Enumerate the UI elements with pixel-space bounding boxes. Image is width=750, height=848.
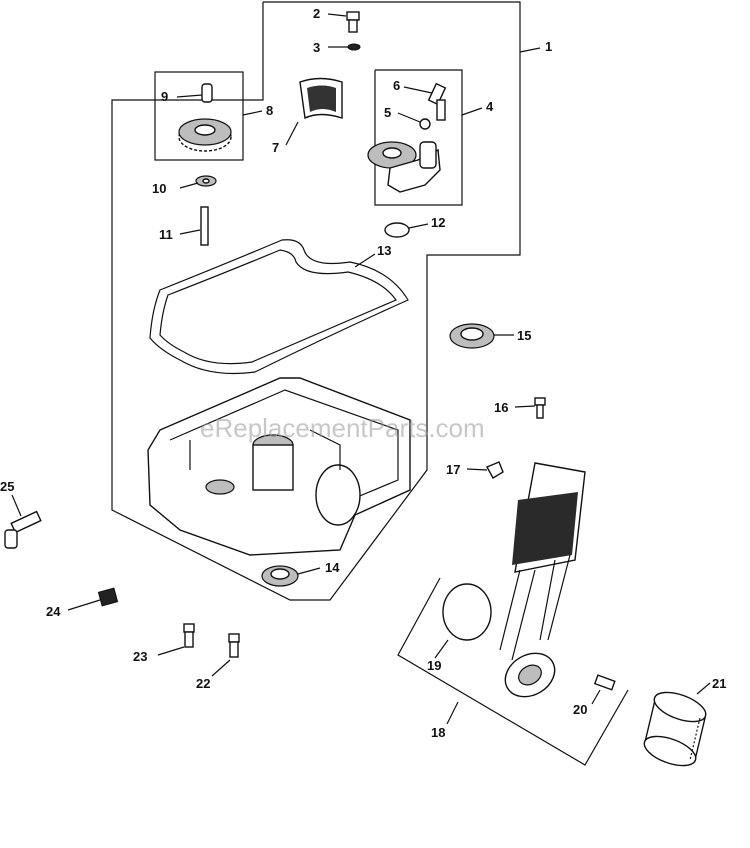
callout-6: 6 (393, 78, 400, 93)
callout-labels: 1 2 3 4 5 6 7 8 9 10 11 12 13 14 15 16 1… (0, 6, 726, 740)
callout-14: 14 (325, 560, 340, 575)
part-17-nut (486, 461, 504, 479)
part-18-oil-cooler (499, 462, 586, 698)
part-19-o-ring (442, 583, 492, 641)
callout-20: 20 (573, 702, 587, 717)
part-13-gasket (149, 239, 409, 375)
part-10-washer (195, 175, 217, 187)
part-6-fitting (427, 82, 447, 121)
callout-10: 10 (152, 181, 166, 196)
part-2-bolt (346, 11, 360, 33)
callout-17: 17 (446, 462, 460, 477)
callout-3: 3 (313, 40, 320, 55)
callout-1: 1 (545, 39, 552, 54)
callout-11: 11 (159, 227, 173, 242)
leader-lines (11, 13, 711, 725)
callout-23: 23 (133, 649, 147, 664)
callout-13: 13 (377, 243, 391, 258)
callout-21: 21 (712, 676, 726, 691)
sub-box-18 (397, 577, 629, 766)
callout-8: 8 (266, 103, 273, 118)
callout-16: 16 (494, 400, 508, 415)
part-25-fitting (4, 510, 42, 549)
watermark: eReplacementParts.com (200, 413, 485, 443)
part-8-gear (178, 118, 232, 152)
part-7-bearing (299, 77, 343, 120)
callout-4: 4 (486, 99, 494, 114)
callout-18: 18 (431, 725, 445, 740)
callout-22: 22 (196, 676, 210, 691)
part-4-oil-pump (367, 141, 441, 193)
part-22-screw (228, 633, 240, 658)
callout-9: 9 (161, 89, 168, 104)
oil-pan-housing (147, 377, 411, 556)
part-16-screw (534, 397, 546, 419)
part-11-dowel (200, 206, 209, 246)
part-9-pin (201, 83, 213, 103)
callout-5: 5 (384, 105, 391, 120)
part-12-o-ring (384, 222, 410, 238)
part-5-o-ring (419, 118, 431, 130)
part-21-oil-filter (643, 691, 707, 767)
part-14-seal (261, 565, 299, 587)
part-20-screw (593, 674, 616, 691)
part-15-seal (449, 323, 495, 349)
callout-25: 25 (0, 479, 14, 494)
sub-box-8 (154, 71, 244, 161)
callout-19: 19 (427, 658, 441, 673)
assembly-outline (111, 1, 521, 601)
callout-2: 2 (313, 6, 320, 21)
callout-24: 24 (46, 604, 61, 619)
callout-12: 12 (431, 215, 445, 230)
callout-15: 15 (517, 328, 531, 343)
callout-7: 7 (272, 140, 279, 155)
part-23-screw (183, 623, 195, 648)
part-24-plug (97, 587, 119, 607)
part-3-washer (347, 43, 361, 51)
